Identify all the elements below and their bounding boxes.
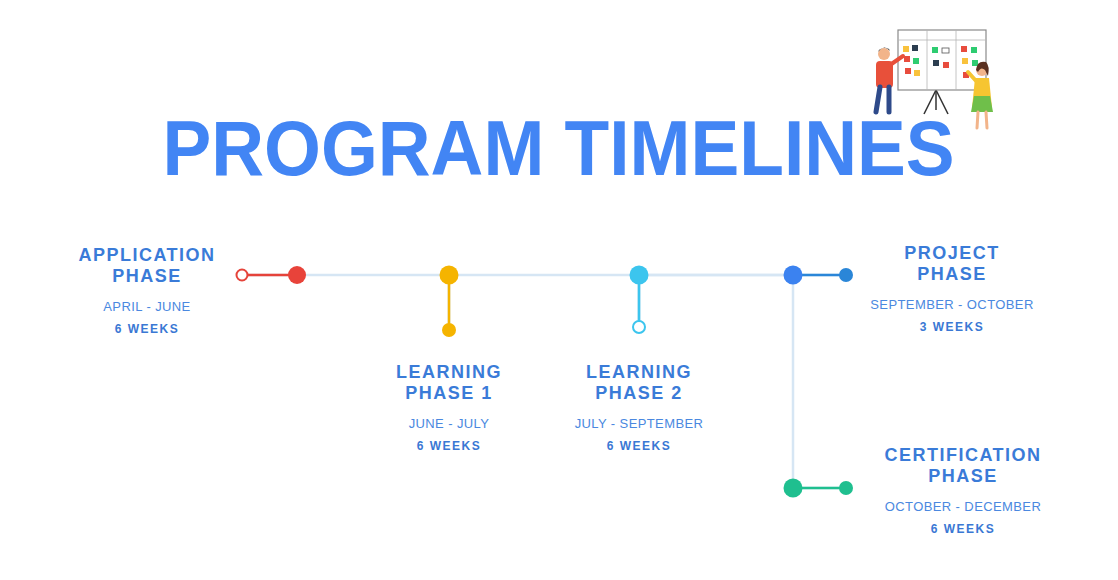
phase-node: APPLICATION PHASE APRIL - JUNE 6 WEEKS: [59, 245, 243, 337]
phase-duration: 3 WEEKS: [869, 319, 1035, 335]
timeline-connector: [449, 275, 639, 330]
phase-duration: 6 WEEKS: [568, 438, 710, 454]
phase-dates: SEPTEMBER - OCTOBER: [869, 297, 1035, 313]
phase-heading: LEARNING PHASE 1: [379, 362, 519, 404]
phase-duration: 6 WEEKS: [860, 521, 1067, 537]
end-dot: [839, 268, 853, 282]
timeline-dot: [288, 266, 306, 284]
timeline-connector: [639, 275, 846, 327]
phase-heading: CERTIFICATION PHASE: [861, 445, 1066, 487]
phase-dates: APRIL - JUNE: [59, 299, 236, 315]
phase-node: CERTIFICATION PHASE OCTOBER - DECEMBER 6 W…: [846, 445, 1067, 537]
woman-figure: [968, 62, 993, 128]
phase-heading: PROJECT PHASE: [890, 243, 1015, 285]
phase-dates: JUNE - JULY: [378, 416, 520, 432]
phase-heading: LEARNING PHASE 2: [569, 362, 709, 404]
timeline-dot: [630, 266, 649, 285]
timeline-dot: [784, 479, 803, 498]
timeline-connector: [242, 275, 449, 330]
man-figure: [876, 48, 903, 112]
timeline-dot: [784, 266, 803, 285]
phase-duration: 6 WEEKS: [59, 321, 236, 337]
phase-heading: APPLICATION PHASE: [60, 245, 235, 287]
stem-dot: [442, 323, 456, 337]
hollow-dot: [237, 270, 248, 281]
page-title: PROGRAM TIMELINES: [163, 109, 955, 187]
timeline-dot: [440, 266, 459, 285]
phase-dates: JULY - SEPTEMBER: [568, 416, 710, 432]
phase-dates: OCTOBER - DECEMBER: [860, 499, 1067, 515]
phase-node: PROJECT PHASE SEPTEMBER - OCTOBER 3 WEEKS: [846, 243, 1035, 335]
phase-node: LEARNING PHASE 2 JULY - SEPTEMBER 6 WEEKS: [568, 327, 710, 454]
hollow-dot: [633, 321, 645, 333]
end-dot: [839, 481, 853, 495]
phase-node: LEARNING PHASE 1 JUNE - JULY 6 WEEKS: [378, 330, 520, 454]
phase-duration: 6 WEEKS: [378, 438, 520, 454]
